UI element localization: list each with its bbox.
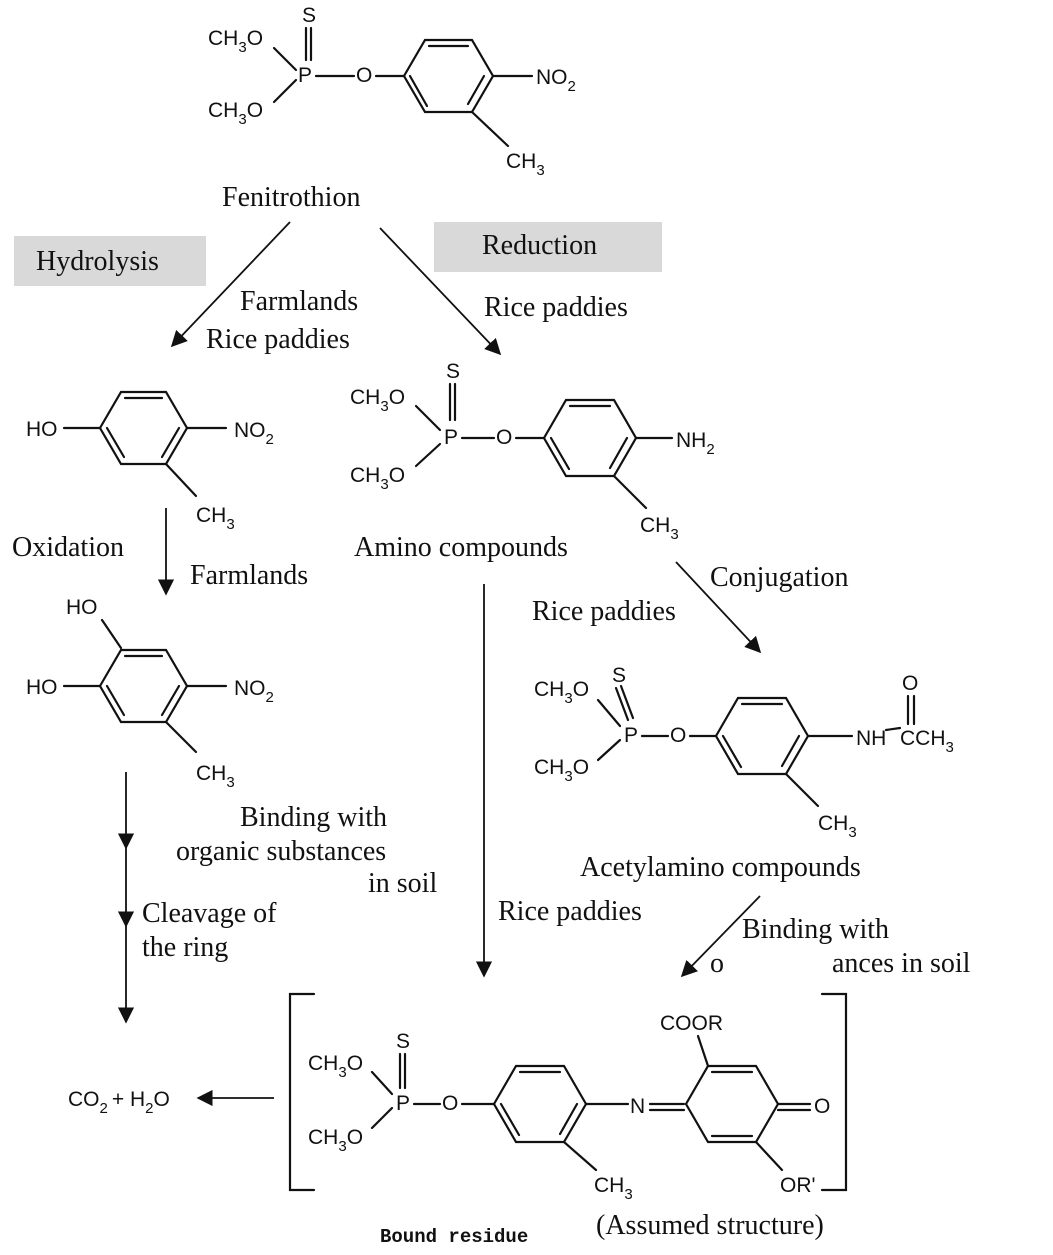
- methyl-group: CH3: [506, 150, 545, 179]
- conjugation-label: Conjugation: [710, 562, 848, 593]
- conjugation-arrow: [675, 561, 762, 654]
- amino-group: NH2: [676, 429, 715, 458]
- binding-label: Binding with: [742, 914, 889, 945]
- phosphorus-atom: P: [396, 1092, 410, 1115]
- methyl-group: CH3: [640, 514, 679, 543]
- hydroxyl-group: HO: [26, 418, 58, 441]
- ch3-group: CH3O: [534, 756, 589, 785]
- imine-nitrogen: N: [630, 1095, 645, 1118]
- cleavage-label: the ring: [142, 932, 228, 963]
- binding-label: organic substances: [176, 836, 386, 867]
- reduction-box: [434, 222, 662, 272]
- site-farmlands: Farmlands: [190, 560, 308, 591]
- fenitrothion-name: Fenitrothion: [222, 182, 360, 213]
- fenitrothion-structure: CH3O CH3O S P O NO2 CH3: [208, 4, 576, 179]
- co2-h2o-products: CO2+ H2O: [68, 1088, 170, 1117]
- hydrolysis-arrow: [170, 221, 291, 348]
- nitro-group: NO2: [234, 677, 274, 706]
- hydrolysis-box: [14, 236, 206, 286]
- carbonyl-oxygen: O: [902, 672, 918, 695]
- phosphorus-atom: P: [444, 426, 458, 449]
- bound-residue-name: Bound residue: [380, 1226, 528, 1248]
- site-farmlands: Farmlands: [240, 286, 358, 317]
- acetylamino-compound-structure: CH3O CH3O S P O NH CCH3 O CH3: [534, 664, 954, 841]
- sulfur-atom: S: [446, 360, 460, 383]
- bound-residue-structure: CH3O CH3O S P O N O COOR OR' CH3: [288, 992, 848, 1203]
- ester-oxygen: O: [442, 1092, 458, 1115]
- alkoxy-group: OR': [780, 1174, 816, 1197]
- ester-group: COOR: [660, 1012, 723, 1035]
- nitro-group: NO2: [536, 66, 576, 95]
- nitrocresol-structure: HO NO2 CH3: [26, 390, 274, 533]
- phosphorus-atom: P: [624, 724, 638, 747]
- binding-label: o: [710, 948, 724, 979]
- methyl-group: CH3: [196, 762, 235, 791]
- hydroxyl-group: HO: [26, 676, 58, 699]
- amide-nh: NH: [856, 727, 886, 750]
- phosphorus-atom: P: [298, 64, 312, 87]
- site-rice-paddies: Rice paddies: [498, 896, 642, 927]
- ester-oxygen: O: [496, 426, 512, 449]
- ester-oxygen: O: [670, 724, 686, 747]
- methyl-group: CH3: [196, 504, 235, 533]
- catechol-structure: HO HO NO2 CH3: [26, 596, 274, 791]
- binding-arrow-right: [680, 895, 761, 978]
- ch3-group: CH3O: [534, 678, 589, 707]
- amino-compounds-name: Amino compounds: [354, 532, 568, 563]
- cleavage-label: Cleavage of: [142, 898, 277, 929]
- ch3-group: CH3O: [308, 1052, 363, 1081]
- sulfur-atom: S: [396, 1030, 410, 1053]
- ch3-group: CH3O: [208, 99, 263, 128]
- reduction-arrow: [379, 227, 502, 356]
- methyl-group: CH3: [594, 1174, 633, 1203]
- hydroxyl-group: HO: [66, 596, 98, 619]
- site-rice-paddies: Rice paddies: [206, 324, 350, 355]
- site-rice-paddies: Rice paddies: [484, 292, 628, 323]
- ch3-group: CH3O: [350, 386, 405, 415]
- ch3-group: CH3O: [208, 27, 263, 56]
- ketone-oxygen: O: [814, 1095, 830, 1118]
- methyl-group: CH3: [818, 812, 857, 841]
- assumed-structure-note: (Assumed structure): [596, 1210, 824, 1241]
- acetyl-group: CCH3: [900, 727, 954, 756]
- binding-label: Binding with: [240, 802, 387, 833]
- sulfur-atom: S: [612, 664, 626, 687]
- site-rice-paddies: Rice paddies: [532, 596, 676, 627]
- sulfur-atom: S: [302, 4, 316, 27]
- binding-label: in soil: [368, 868, 437, 899]
- hydrolysis-label: Hydrolysis: [36, 246, 159, 277]
- oxidation-label: Oxidation: [12, 532, 124, 563]
- binding-label: ances in soil: [832, 948, 971, 979]
- ester-oxygen: O: [356, 64, 372, 87]
- ch3-group: CH3O: [308, 1126, 363, 1155]
- nitro-group: NO2: [234, 419, 274, 448]
- ch3-group: CH3O: [350, 464, 405, 493]
- amino-compound-structure: CH3O CH3O S P O NH2 CH3: [350, 360, 715, 543]
- reduction-label: Reduction: [482, 230, 597, 261]
- acetylamino-compounds-name: Acetylamino compounds: [580, 852, 861, 883]
